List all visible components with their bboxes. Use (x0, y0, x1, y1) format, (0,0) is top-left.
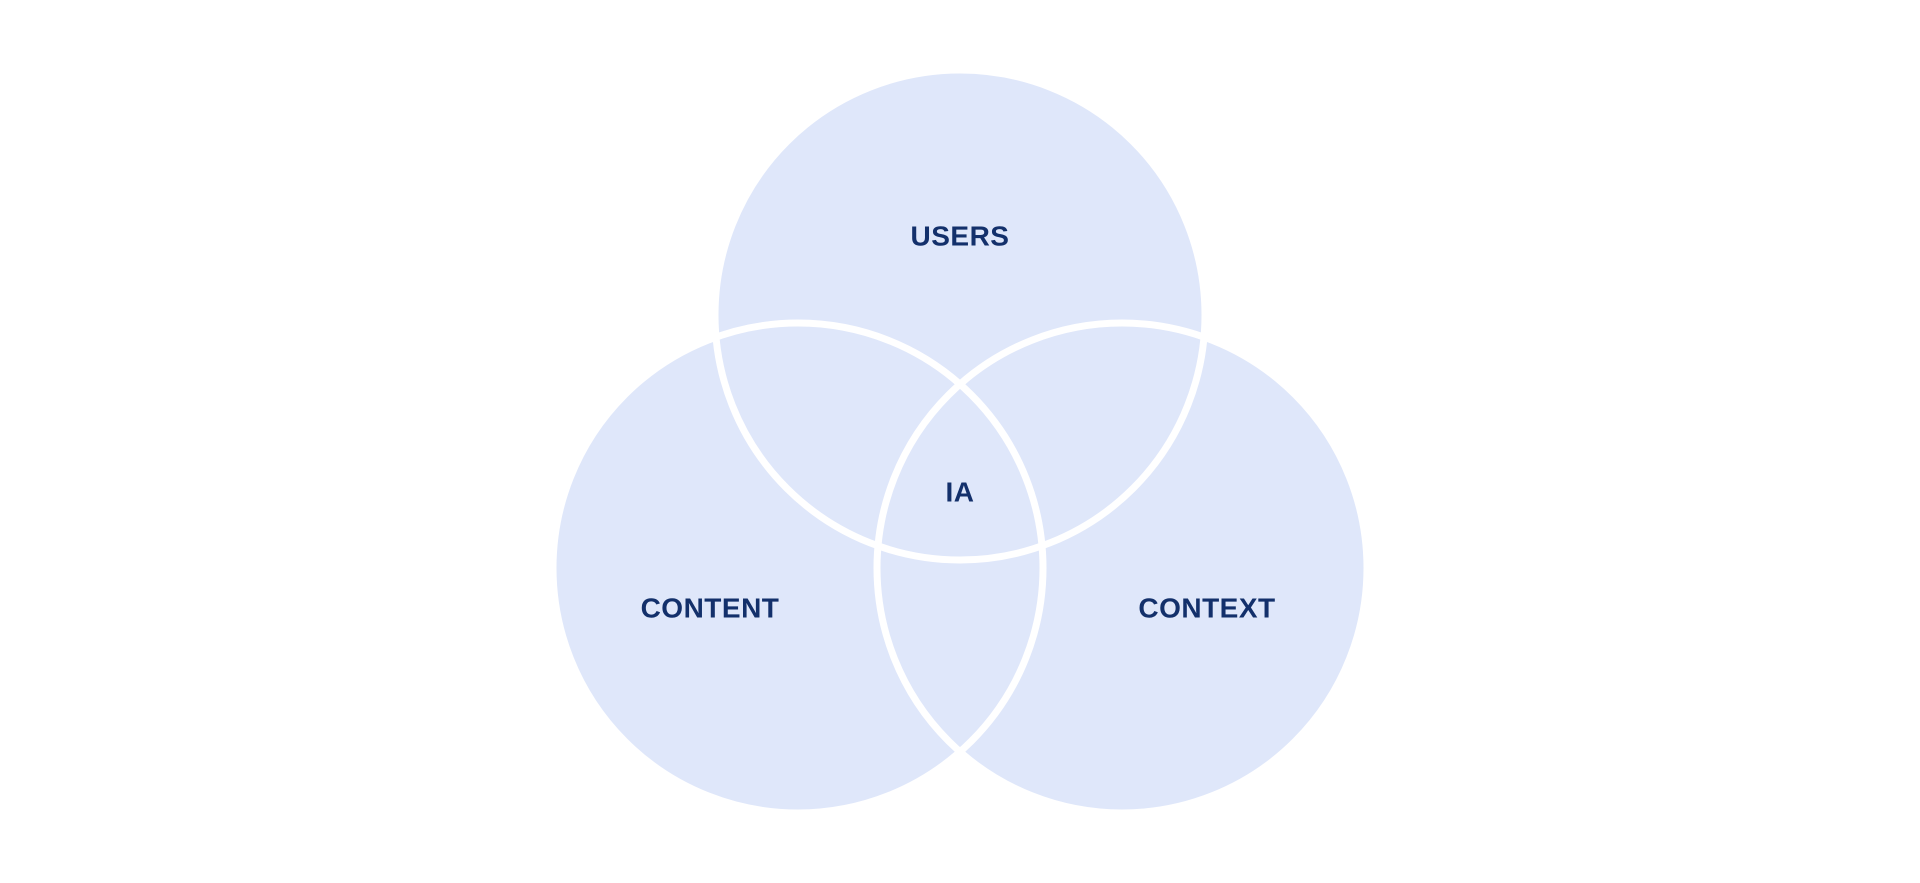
label-users: USERS (911, 220, 1010, 251)
circle-users-outline (711, 66, 1209, 564)
circle-outlines (549, 66, 1371, 817)
circle-context-fill (877, 323, 1367, 813)
circle-content-outline (549, 319, 1047, 817)
circle-context-outline (873, 319, 1371, 817)
label-context: CONTEXT (1138, 592, 1275, 623)
label-content: CONTENT (641, 592, 780, 623)
circle-fills (553, 70, 1367, 813)
labels: USERS CONTENT CONTEXT IA (641, 220, 1276, 623)
label-intersection: IA (946, 476, 975, 507)
